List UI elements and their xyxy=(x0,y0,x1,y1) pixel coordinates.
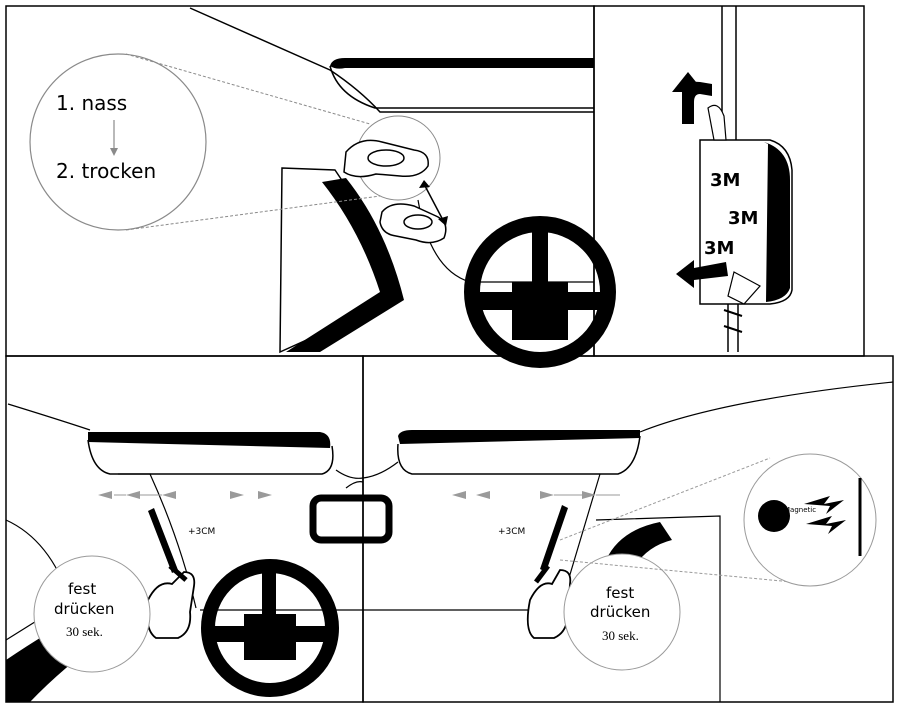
callout-left-line2: drücken xyxy=(54,600,114,618)
step-1-text: 1. nass xyxy=(56,91,127,115)
magnet-icon xyxy=(758,500,790,532)
detail-magnifier xyxy=(30,54,206,230)
step-2-text: 2. trocken xyxy=(56,159,156,183)
callout-left-line3: 30 sek. xyxy=(66,624,103,639)
magnet-label: Magnetic xyxy=(784,506,816,514)
measurement-label-left: +3CM xyxy=(188,527,215,537)
measurement-label-right: +3CM xyxy=(498,527,525,537)
sun-visor xyxy=(330,58,594,69)
callout-left-line1: fest xyxy=(68,580,96,598)
callout-right-line2: drücken xyxy=(590,603,650,621)
callout-right-line1: fest xyxy=(606,584,634,602)
tape-label-a: 3M xyxy=(710,170,740,191)
tape-label-c: 3M xyxy=(704,238,734,259)
tape-label-b: 3M xyxy=(728,208,758,229)
callout-right-line3: 30 sek. xyxy=(602,628,639,643)
